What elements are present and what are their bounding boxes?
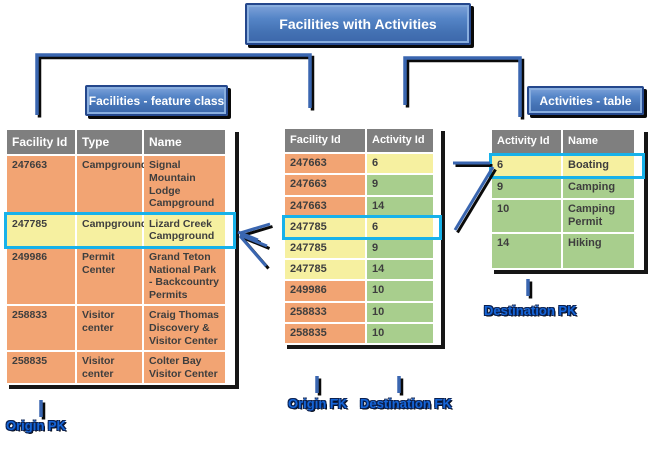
- facilities-feature-class-label-box: Facilities - feature class: [85, 85, 228, 116]
- facilities-cell-r1-c2: Lizard Creek Campground: [144, 214, 225, 246]
- join-cell-r8-c1: 10: [367, 323, 433, 343]
- facilities-header-1: Type: [77, 130, 142, 155]
- facilities-header-2: Name: [144, 130, 225, 155]
- activities-cell-r0-c1: Boating: [563, 156, 634, 176]
- facilities-cell-r3-c1: Visitor center: [77, 306, 142, 351]
- activities-cell-r1-c1: Camping: [563, 178, 634, 198]
- activities-header-1: Name: [563, 130, 634, 154]
- join-cell-r1-c0: 247663: [285, 175, 365, 195]
- join-cell-r2-c0: 247663: [285, 196, 365, 216]
- join-cell-r7-c0: 258833: [285, 302, 365, 322]
- fan-arrow-to-lizard-creek-row: [237, 230, 259, 242]
- destination-fk-label: Destination FK: [360, 396, 452, 411]
- facilities-box-label: Facilities - feature class: [88, 93, 225, 108]
- activities-cell-r2-c1: Camping Permit: [563, 200, 634, 233]
- facilities-cell-r2-c1: Permit Center: [77, 247, 142, 305]
- facilities-cell-r4-c0: 258835: [7, 352, 75, 384]
- activities-cell-r3-c0: 14: [492, 234, 561, 269]
- title-box: Facilities with Activities: [245, 3, 471, 45]
- facilities-header-0: Facility Id: [7, 130, 75, 155]
- join-cell-r3-c0: 247785: [285, 217, 365, 237]
- facilities-cell-r3-c0: 258833: [7, 306, 75, 351]
- join-cell-r8-c0: 258835: [285, 323, 365, 343]
- activities-cell-r3-c1: Hiking: [563, 234, 634, 269]
- join-cell-r4-c0: 247785: [285, 238, 365, 259]
- connector-title-to-destinationfk-and-activities: [403, 56, 522, 117]
- join-cell-r0-c0: 247663: [285, 154, 365, 174]
- facilities-cell-r2-c2: Grand Teton National Park - Backcountry …: [144, 247, 225, 305]
- facilities-cell-r0-c0: 247663: [7, 156, 75, 213]
- origin-pk-label: Origin PK: [6, 418, 66, 433]
- join-cell-r3-c1: 6: [367, 217, 433, 237]
- facilities-cell-r1-c1: Campground: [77, 214, 147, 246]
- arrow-boating-to-join-highlight-row: [453, 166, 495, 231]
- facilities-cell-r4-c1: Visitor center: [77, 352, 142, 384]
- destination-pk-label: Destination PK: [484, 303, 577, 318]
- join-header-0: Facility Id: [285, 129, 365, 153]
- fan-arrow-to-join-row-247785-9: [239, 233, 268, 248]
- activities-header-0: Activity Id: [492, 130, 561, 154]
- join-cell-r0-c1: 6: [367, 154, 433, 174]
- fan-arrow-to-join-row-247785-14: [238, 235, 268, 267]
- join-cell-r2-c1: 14: [367, 196, 433, 216]
- fan-arrow-to-join-row-247785-6: [239, 222, 271, 235]
- facilities-cell-r0-c2: Signal Mountain Lodge Campground: [144, 156, 225, 213]
- activities-table-label-box: Activities - table: [527, 86, 644, 115]
- activities-cell-r1-c0: 9: [492, 178, 561, 198]
- join-cell-r5-c0: 247785: [285, 260, 365, 280]
- facilities-cell-r4-c2: Colter Bay Visitor Center: [144, 352, 225, 384]
- activities-box-label: Activities - table: [539, 93, 632, 108]
- diagram-title: Facilities with Activities: [279, 16, 437, 32]
- join-cell-r7-c1: 10: [367, 302, 433, 322]
- join-cell-r6-c0: 249986: [285, 281, 365, 301]
- activities-cell-r2-c0: 10: [492, 200, 561, 233]
- join-cell-r5-c1: 14: [367, 260, 433, 280]
- join-cell-r6-c1: 10: [367, 281, 433, 301]
- join-header-1: Activity Id: [367, 129, 433, 153]
- activities-cell-r0-c0: 6: [492, 156, 561, 176]
- facilities-cell-r2-c0: 249986: [7, 247, 75, 305]
- origin-fk-label: Origin FK: [288, 396, 348, 411]
- join-cell-r4-c1: 9: [367, 238, 433, 259]
- facilities-cell-r3-c2: Craig Thomas Discovery & Visitor Center: [144, 306, 225, 351]
- facilities-cell-r1-c0: 247785: [7, 214, 75, 246]
- join-cell-r1-c1: 9: [367, 175, 433, 195]
- facilities-cell-r0-c1: Campground: [77, 156, 147, 213]
